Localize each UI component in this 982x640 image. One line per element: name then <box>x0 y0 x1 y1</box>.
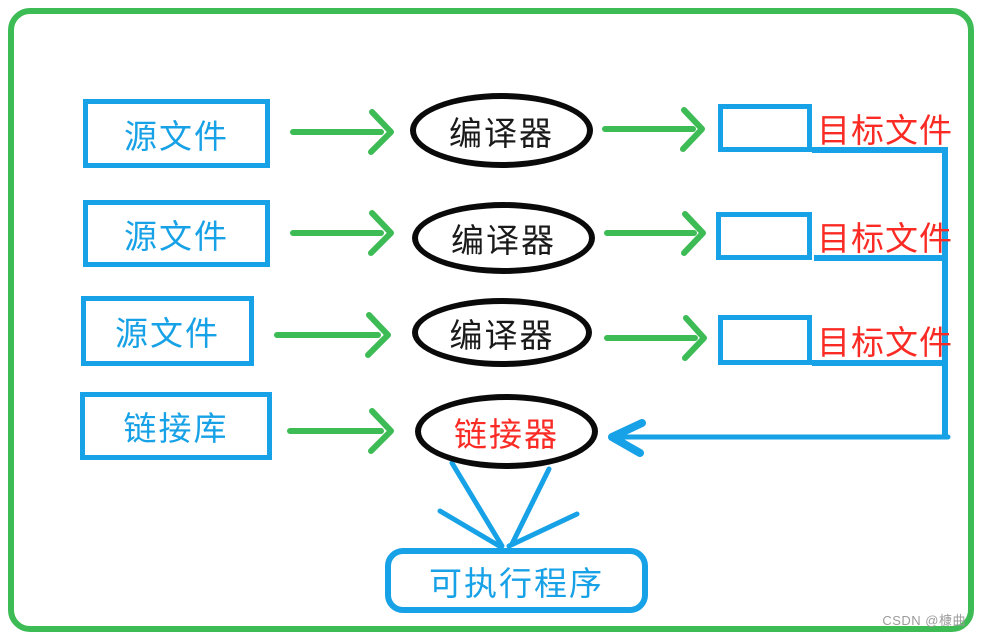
arrow-linker-to-executable-left <box>449 460 505 549</box>
executable-box: 可执行程序 <box>385 548 648 613</box>
arrow-source3-to-compiler3-icon <box>274 312 391 358</box>
source-file-box-3: 源文件 <box>81 296 254 366</box>
object-file-label-3: 目标文件 <box>817 324 953 361</box>
compiler-label-3: 编译器 <box>449 316 555 354</box>
arrow-compiler3-to-object3-icon <box>604 315 707 361</box>
arrow-linker-to-executable-right <box>509 466 552 547</box>
linker-ellipse: 链接器 <box>415 394 598 469</box>
linker-label: 链接器 <box>454 415 559 453</box>
source-file-box-2: 源文件 <box>83 200 270 267</box>
object-file-box-2 <box>716 212 812 260</box>
arrow-compiler2-to-object2-icon <box>604 211 706 256</box>
arrow-compiler1-to-object1-icon <box>602 107 705 152</box>
source-file-label-1: 源文件 <box>124 117 229 155</box>
compiler-ellipse-3: 编译器 <box>412 298 592 367</box>
arrow-source2-to-compiler2-icon <box>290 210 394 256</box>
library-box: 链接库 <box>80 392 272 460</box>
compiler-label-1: 编译器 <box>449 114 554 152</box>
arrow-linker-to-executable-right-wing-icon <box>506 511 580 549</box>
arrow-linker-to-executable-left-wing-icon <box>437 508 504 550</box>
library-label: 链接库 <box>123 410 229 447</box>
arrow-source1-to-compiler1-icon <box>290 109 394 155</box>
diagram-border-frame <box>8 8 974 632</box>
source-file-box-1: 源文件 <box>83 99 270 168</box>
source-file-label-2: 源文件 <box>124 217 229 255</box>
compiler-ellipse-1: 编译器 <box>410 93 593 168</box>
object-file-box-1 <box>718 104 812 152</box>
compiler-ellipse-2: 编译器 <box>412 202 595 274</box>
object-file-box-3 <box>718 315 812 365</box>
object-file-label-2: 目标文件 <box>817 220 953 257</box>
arrow-library-to-linker-icon <box>287 408 394 454</box>
source-file-label-3: 源文件 <box>115 315 220 352</box>
object-file-label-1: 目标文件 <box>817 112 953 149</box>
compiler-label-2: 编译器 <box>451 222 556 259</box>
watermark: CSDN @槺曲 <box>882 613 966 628</box>
arrow-rail-to-linker-head-icon <box>608 419 646 457</box>
executable-label: 可执行程序 <box>429 564 604 602</box>
